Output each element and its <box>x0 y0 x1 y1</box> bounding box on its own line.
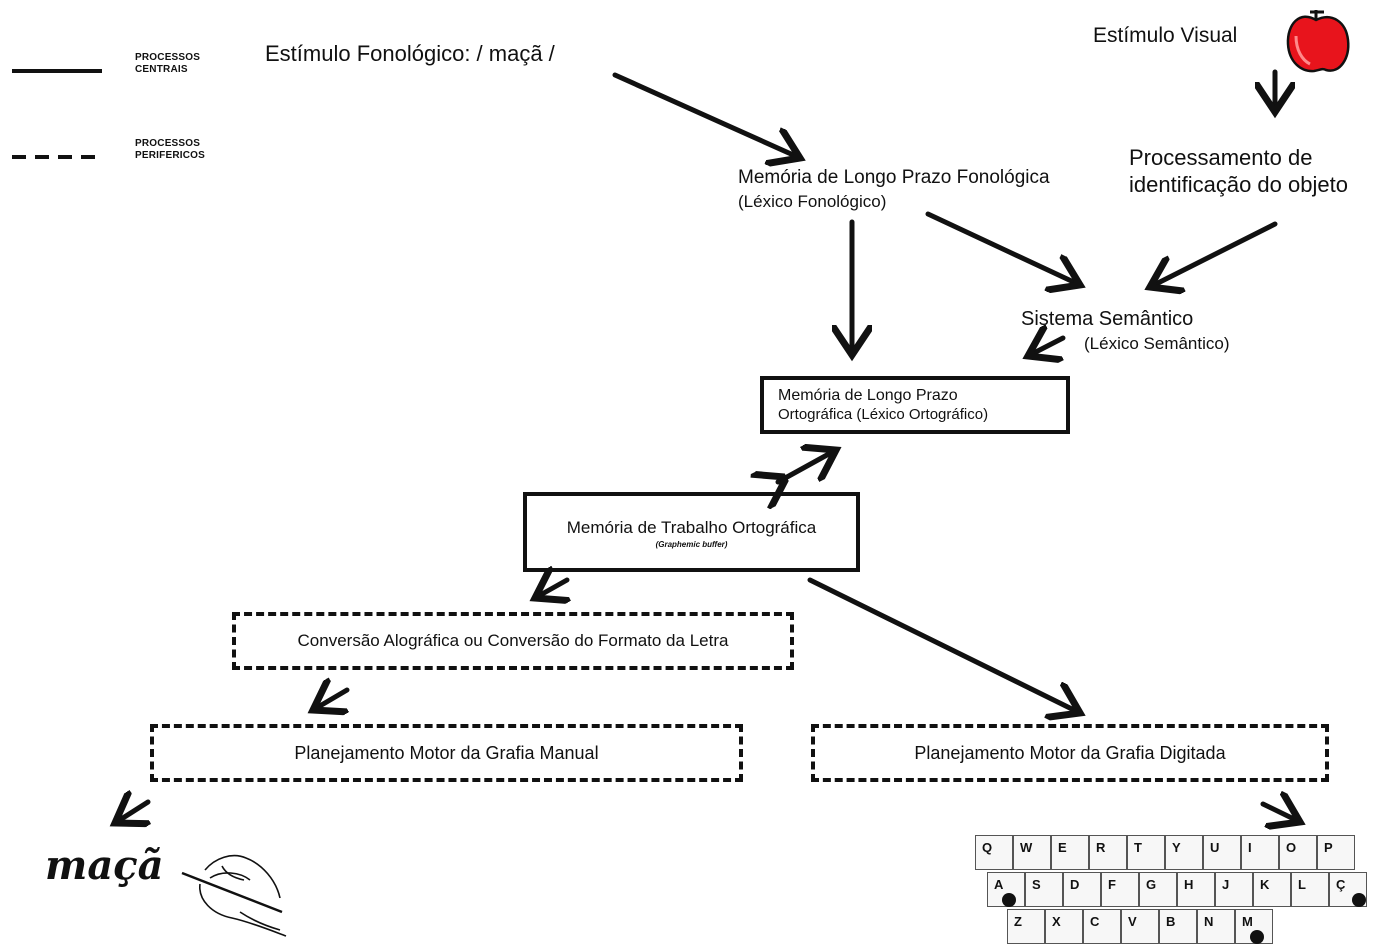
key-p: P <box>1317 835 1355 870</box>
key-b: B <box>1159 909 1197 944</box>
manual-motor-box: Planejamento Motor da Grafia Manual <box>150 724 743 782</box>
key-u: U <box>1203 835 1241 870</box>
key-y: Y <box>1165 835 1203 870</box>
key-n: N <box>1197 909 1235 944</box>
apple-icon <box>1286 10 1350 73</box>
arrow-typed-to-keyboard <box>1260 804 1300 822</box>
key-o: O <box>1279 835 1317 870</box>
key-l: L <box>1291 872 1329 907</box>
key-v: V <box>1121 909 1159 944</box>
key-k: K <box>1253 872 1291 907</box>
manual-motor-label: Planejamento Motor da Grafia Manual <box>294 742 599 763</box>
working-memory-line2: (Graphemic buffer) <box>655 539 728 549</box>
key-x: X <box>1045 909 1083 944</box>
key-ç: Ç <box>1329 872 1367 907</box>
orthographic-ltm-line1: Memória de Longo Prazo <box>778 387 958 404</box>
working-memory-box: Memória de Trabalho Ortográfica (Graphem… <box>523 492 860 572</box>
object-identification-line2: identificação do objeto <box>1129 172 1348 197</box>
key-s: S <box>1025 872 1063 907</box>
arrow-working-to-conversion <box>535 580 567 598</box>
phonological-ltm-line2: (Léxico Fonológico) <box>738 192 887 211</box>
arrow-working-to-typed <box>807 577 1080 713</box>
arrow-semantic-to-orthographic <box>1028 338 1066 356</box>
working-memory-line1: Memória de Trabalho Ortográfica <box>566 517 817 537</box>
typed-motor-box: Planejamento Motor da Grafia Digitada <box>811 724 1329 782</box>
legend-peripheral-label: PROCESSOS PERIFERICOS <box>135 138 205 161</box>
semantic-system-line1: Sistema Semântico <box>1021 308 1194 330</box>
key-i: I <box>1241 835 1279 870</box>
orthographic-ltm-box: Memória de Longo Prazo Ortográfica (Léxi… <box>760 376 1070 434</box>
visual-stimulus: Estímulo Visual <box>1093 24 1238 47</box>
object-identification-line1: Processamento de <box>1129 145 1313 170</box>
typed-motor-label: Planejamento Motor da Grafia Digitada <box>914 742 1226 763</box>
arrow-ltm-to-semantic <box>925 211 1080 285</box>
arrow-identification-to-semantic <box>1150 221 1278 287</box>
allographic-conversion-box: Conversão Alográfica ou Conversão do For… <box>232 612 794 670</box>
phonological-stimulus: Estímulo Fonológico: / maçã / <box>265 41 555 66</box>
key-q: Q <box>975 835 1013 870</box>
key-z: Z <box>1007 909 1045 944</box>
allographic-conversion-label: Conversão Alográfica ou Conversão do For… <box>297 631 729 650</box>
home-key-dot <box>1250 930 1264 944</box>
home-key-dot <box>1352 893 1366 907</box>
orthographic-ltm-line2: Ortográfica (Léxico Ortográfico) <box>778 406 989 423</box>
semantic-system-line2: (Léxico Semântico) <box>1084 334 1230 353</box>
legend-central-label: PROCESSOS CENTRAIS <box>135 52 201 75</box>
writing-hand-icon <box>181 854 287 937</box>
arrow-phono-stimulus-to-ltm <box>612 72 800 158</box>
key-d: D <box>1063 872 1101 907</box>
key-t: T <box>1127 835 1165 870</box>
key-r: R <box>1089 835 1127 870</box>
home-key-dot <box>1002 893 1016 907</box>
arrow-conversion-to-manual <box>313 690 350 710</box>
key-g: G <box>1139 872 1177 907</box>
key-c: C <box>1083 909 1121 944</box>
phonological-ltm-line1: Memória de Longo Prazo Fonológica <box>738 167 1050 188</box>
key-w: W <box>1013 835 1051 870</box>
arrow-manual-to-handwriting <box>115 802 148 823</box>
key-h: H <box>1177 872 1215 907</box>
arrow-ortho-working-bidirectional <box>778 450 836 482</box>
key-e: E <box>1051 835 1089 870</box>
key-f: F <box>1101 872 1139 907</box>
key-a: A <box>987 872 1025 907</box>
key-j: J <box>1215 872 1253 907</box>
handwritten-word: maçã <box>45 842 164 889</box>
key-m: M <box>1235 909 1273 944</box>
